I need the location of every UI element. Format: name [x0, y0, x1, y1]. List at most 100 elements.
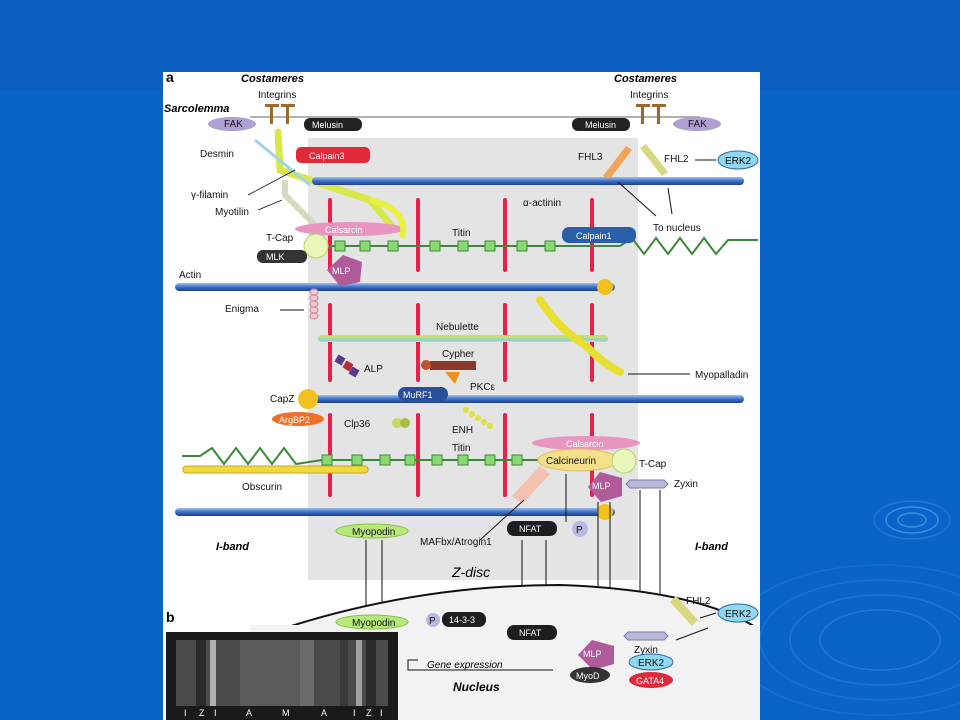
desmin-label: Desmin: [200, 149, 234, 160]
fhl3-label: FHL3: [578, 152, 603, 163]
tcap-left-label: T-Cap: [266, 233, 294, 244]
gata4: [629, 672, 673, 688]
zdisc-label: Z-disc: [451, 564, 490, 580]
actin-label: Actin: [179, 270, 201, 281]
calpain1: [562, 227, 636, 243]
fhl2-shape: [640, 144, 668, 176]
myopalladin-label: Myopalladin: [695, 370, 748, 381]
myod: [570, 667, 610, 683]
obscurin-bar: [182, 465, 369, 474]
band-label-1: Z: [199, 708, 205, 718]
titin-zigzag-right: [619, 236, 758, 256]
clp36-shape: [400, 418, 410, 428]
myotilin-strand: [282, 180, 318, 228]
tcap-right-label: T-Cap: [639, 459, 667, 470]
enh-label: ENH: [452, 425, 473, 436]
erk2-top: [717, 150, 759, 170]
pointer: [247, 169, 296, 196]
mlk-label: MLK: [266, 252, 285, 262]
nucleus-label: Nucleus: [453, 680, 500, 694]
erk2-nucleus-top-label: ERK2: [725, 609, 752, 620]
cypher-label: Cypher: [442, 349, 475, 360]
obscurin-label: Obscurin: [242, 482, 282, 493]
band-label-5: A: [321, 708, 327, 718]
costameres-left: Costameres: [241, 73, 304, 85]
p-nucleus-label: P: [429, 616, 436, 627]
band-label-0: I: [184, 708, 187, 718]
fhl3-shape: [603, 146, 632, 180]
calpain3-label: Calpain3: [309, 151, 345, 161]
panel-b-label: b: [166, 609, 175, 625]
alp-shape: [334, 354, 360, 378]
panel-a-label: a: [166, 69, 174, 85]
calsarcin-top-label: Calsarcin: [325, 225, 363, 235]
enh-shape: [463, 407, 493, 429]
band-labels: I Z I A M A I Z I: [184, 708, 383, 718]
argbp2-label: ArgBP2: [279, 415, 310, 425]
yellow-strand: [369, 197, 407, 239]
protein-1433: [442, 612, 486, 627]
myotilin-label: Myotilin: [215, 207, 249, 218]
enigma-label: Enigma: [225, 304, 259, 315]
nebulette-label: Nebulette: [436, 322, 479, 333]
melusin-left: [304, 118, 362, 131]
calsarcin-bottom-label: Calsarcin: [566, 439, 604, 449]
capz-shape: [298, 389, 318, 409]
micrograph: [166, 632, 398, 720]
erk2-nucleus-bottom: [628, 653, 674, 671]
erk2-nucleus-top: [717, 603, 759, 623]
mlp-mid-label: MLP: [592, 481, 611, 491]
arrow: [479, 499, 525, 541]
mlp-mid: [588, 472, 622, 502]
band-label-7: Z: [366, 708, 372, 718]
zyxin-mid-shape: [625, 479, 669, 489]
calpain1-label: Calpain1: [576, 231, 612, 241]
p-top-label: P: [576, 525, 583, 536]
calsarcin-bottom: [532, 436, 640, 450]
fak-left: [208, 117, 256, 131]
titin-bottom-label: Titin: [452, 443, 471, 454]
integrins-right: Integrins: [630, 90, 668, 101]
myopodin-top-label: Myopodin: [352, 527, 395, 538]
nfat-top-label: NFAT: [519, 524, 542, 534]
nfat-top: [507, 521, 557, 536]
gamma-filamin-label: γ-filamin: [191, 190, 228, 201]
argbp2: [272, 412, 324, 426]
erk2-nucleus-bottom-label: ERK2: [638, 658, 665, 669]
myod-label: MyoD: [576, 671, 600, 681]
titin-top-label: Titin: [452, 228, 471, 239]
inhibit: [699, 612, 717, 619]
alpha-actinin-label: α-actinin: [523, 198, 561, 209]
clp36-shape: [392, 418, 402, 428]
capping-right: [597, 279, 613, 295]
band-label-2: I: [214, 708, 217, 718]
mlp-nucleus-label: MLP: [583, 649, 602, 659]
fak-right: [673, 117, 721, 131]
clp36-label: Clp36: [344, 419, 371, 430]
gene-expression-arrow: [407, 659, 553, 671]
murf1-label: MuRF1: [403, 390, 433, 400]
mafbx-label: MAFbx/Atrogin1: [420, 537, 492, 548]
fhl2-nucleus-shape: [670, 596, 698, 626]
pointer: [257, 199, 283, 211]
iband-right-label: I-band: [695, 541, 728, 553]
melusin-left-label: Melusin: [312, 120, 343, 130]
gata4-label: GATA4: [636, 676, 664, 686]
integrins-left: Integrins: [258, 90, 296, 101]
murf1: [398, 387, 448, 401]
band-label-4: M: [282, 708, 290, 718]
band-label-6: I: [353, 708, 356, 718]
zyxin-nucleus-shape: [623, 631, 669, 641]
band-label-3: A: [246, 708, 252, 718]
titin-bottom-zigzag: [182, 446, 323, 466]
myopodin-nucleus: [335, 614, 409, 630]
mlp-top-label: MLP: [332, 266, 351, 276]
fak-right-label: FAK: [688, 119, 707, 130]
fak-left-label: FAK: [224, 119, 243, 130]
costameres-right: Costameres: [614, 73, 677, 85]
myopodin-top: [335, 523, 409, 539]
to-nucleus-label: To nucleus: [653, 223, 701, 234]
fhl2-label: FHL2: [664, 154, 689, 165]
mlk: [257, 250, 307, 263]
